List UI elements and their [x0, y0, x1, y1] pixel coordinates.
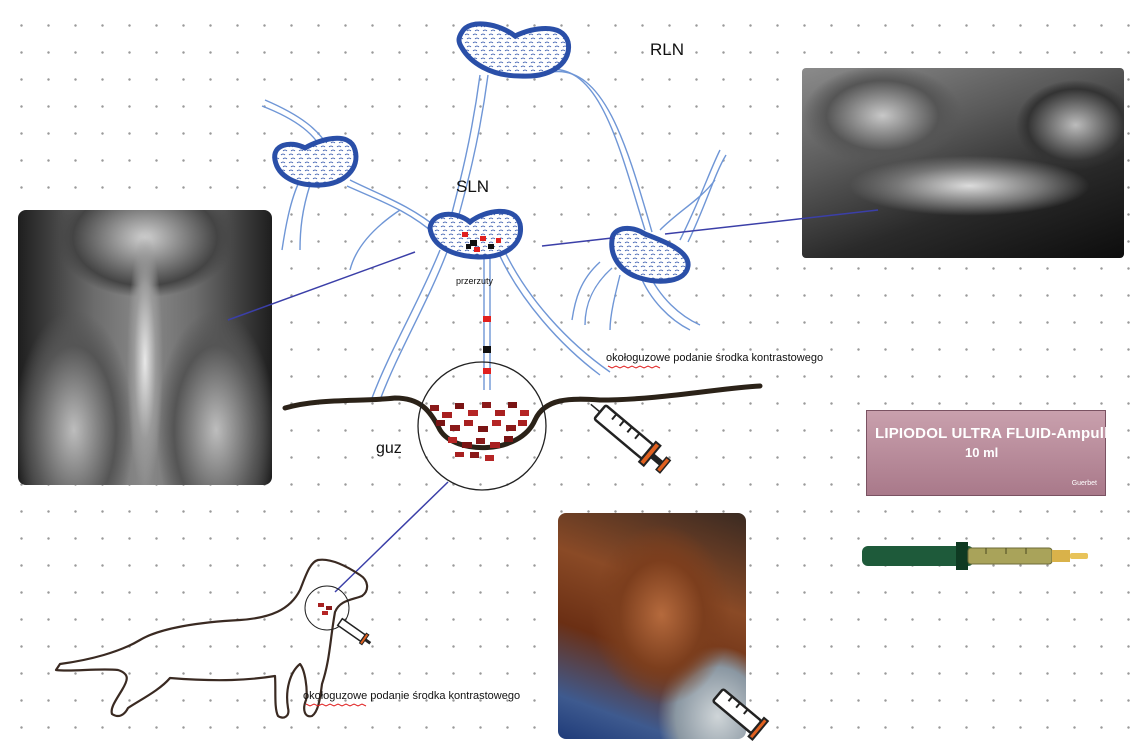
label-tumor: guz: [376, 440, 402, 458]
syringe-icon: [582, 394, 673, 476]
label-injection-bottom: okołoguzowe podanie środka kontrastowego: [303, 690, 520, 702]
syringe-photo: [856, 538, 1094, 574]
syringe-icon: [337, 617, 374, 648]
skin-line: [285, 386, 760, 448]
spellcheck-underline: [306, 704, 366, 706]
label-sln: SLN: [456, 177, 489, 197]
label-rln: RLN: [650, 40, 684, 60]
tumor-cells: [430, 402, 529, 461]
lymph-node-top: [459, 24, 569, 76]
spellcheck-underline: [608, 366, 660, 368]
lymph-node-right: [612, 228, 688, 281]
label-injection-top: okołoguzowe podanie środka kontrastowego: [606, 352, 823, 364]
lymph-node-sentinel: [430, 211, 521, 257]
lymph-node-left: [275, 138, 356, 185]
syringe-icon: [710, 686, 768, 740]
label-metastases: przerzuty: [456, 276, 493, 286]
dog-tumor-cells: [318, 603, 332, 615]
